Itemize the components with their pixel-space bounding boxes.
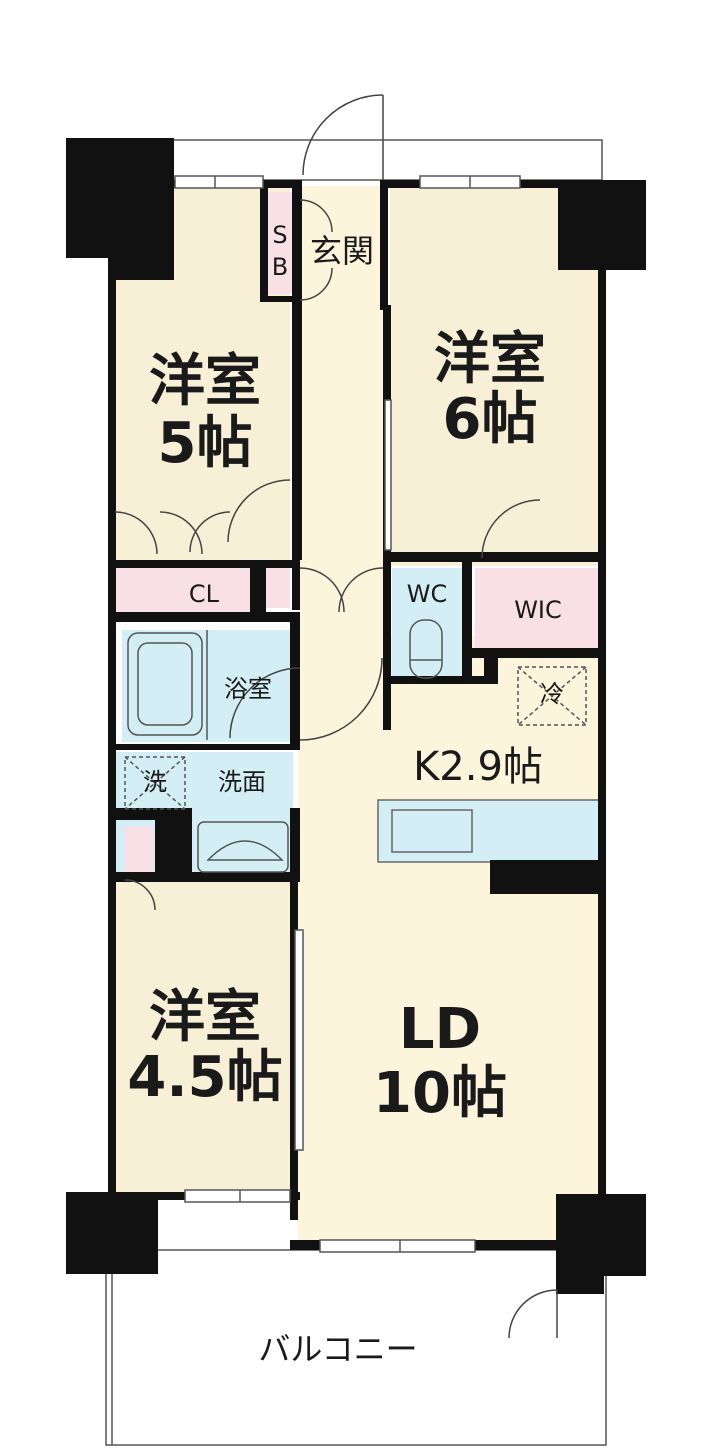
shoe-box-line1: S [272,221,287,249]
washer-label: 洗 [143,768,167,796]
small-storage-floor [265,568,290,608]
windows [174,175,521,1253]
wic-label: WIC [514,596,562,624]
ld-name: LD [399,997,481,1062]
closet-floor [115,568,250,616]
bedroom-45-size: 4.5帖 [127,1045,282,1110]
fridge-label: 冷 [540,680,564,708]
door-swings [114,94,558,1339]
closet-label: CL [189,580,220,608]
kitchen-label: K2.9帖 [413,744,543,790]
bedroom-45-name: 洋室 [149,985,261,1050]
ld-size: 10帖 [373,1061,507,1126]
wc-label: WC [407,580,448,608]
bedroom-6-name: 洋室 [434,327,546,392]
room-labels: 洋室 5帖 洋室 6帖 S B 玄関 CL WC WIC 浴室 洗面 洗 冷 K… [127,221,564,1368]
sink [391,809,473,853]
balcony-label: バルコニー [258,1330,417,1368]
washroom-label: 洗面 [218,768,266,796]
linen-storage-floor [125,826,153,876]
bedroom-6-size: 6帖 [443,387,538,452]
bathtub [127,632,203,736]
hall-floor [298,186,386,636]
washbasin [197,821,289,873]
shoe-box-floor [268,192,292,294]
bathroom-label: 浴室 [224,675,272,703]
fixtures [124,619,587,873]
toilet [409,619,443,679]
walls [66,138,646,1294]
wic-floor [475,568,600,648]
entrance-label: 玄関 [310,232,374,270]
shoe-box-line2: B [272,253,288,281]
wc-floor [392,568,462,680]
bedroom-5-size: 5帖 [158,411,253,476]
bedroom-5-name: 洋室 [149,349,261,414]
bedroom-45-floor [115,880,290,1195]
